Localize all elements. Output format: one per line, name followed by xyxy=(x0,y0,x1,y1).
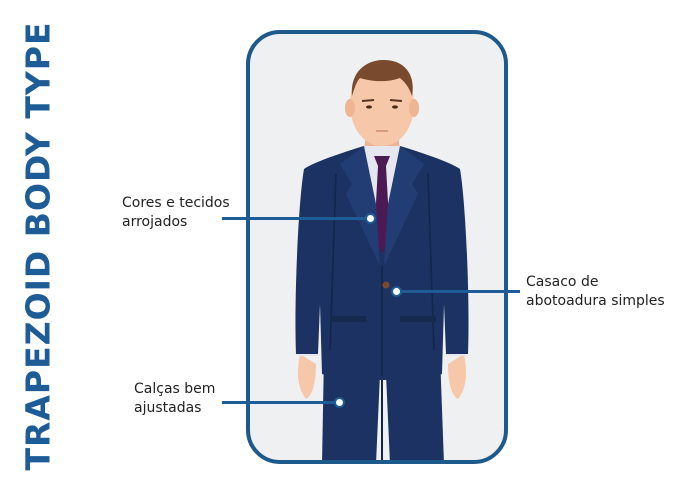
man-in-suit-illustration xyxy=(295,60,469,460)
callout-label-line: ajustadas xyxy=(134,400,202,416)
callout-label-single-breasted: Casaco de abotoadura simples xyxy=(526,273,665,311)
callout-label-fitted-trousers: Calças bem ajustadas xyxy=(134,380,215,418)
callout-label-line: Casaco de xyxy=(526,274,599,290)
callout-label-line: abotoadura simples xyxy=(526,293,665,309)
callout-label-line: Cores e tecidos xyxy=(122,195,230,211)
callout-line-jacket xyxy=(396,290,520,293)
page-title: TRAPEZOID BODY TYPE xyxy=(18,21,58,471)
illustration-frame xyxy=(246,30,508,464)
callout-label-line: arrojados xyxy=(122,214,188,230)
callout-line-tie xyxy=(222,217,370,220)
callout-dot-jacket xyxy=(391,286,402,297)
callout-label-bold-colors: Cores e tecidos arrojados xyxy=(122,194,230,232)
callout-line-trousers xyxy=(222,401,338,404)
callout-label-line: Calças bem xyxy=(134,381,216,397)
callout-dot-trousers xyxy=(334,397,345,408)
callout-dot-tie xyxy=(365,213,376,224)
